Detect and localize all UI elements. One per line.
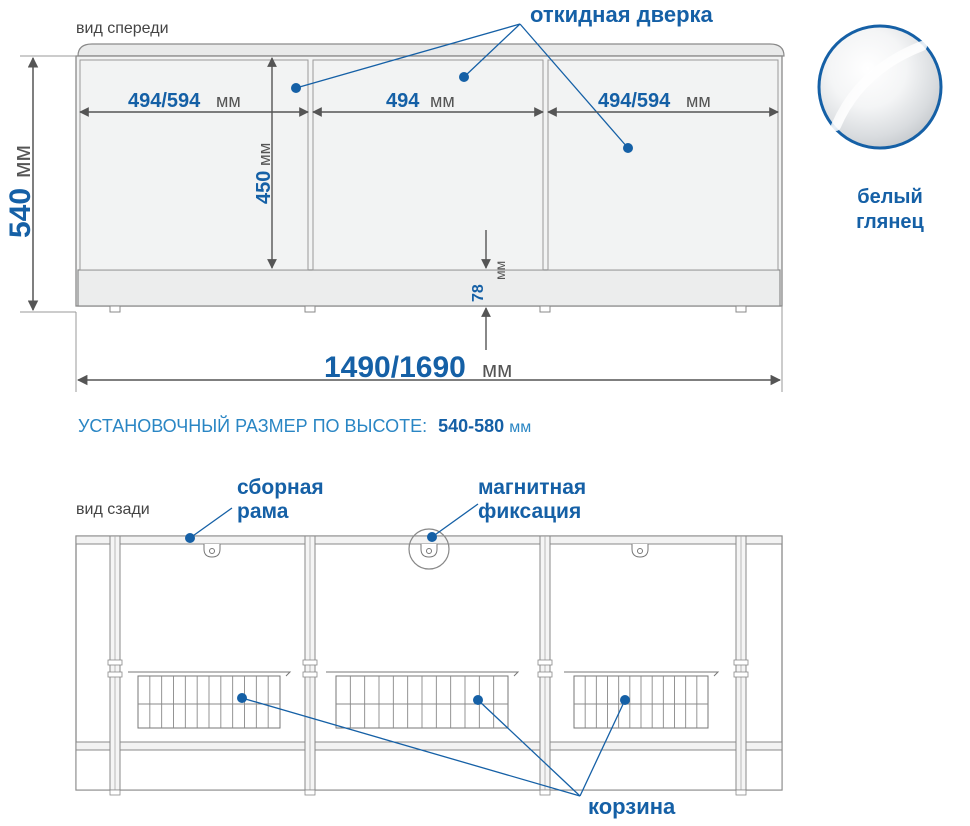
front-view-caption: вид спереди bbox=[76, 20, 169, 37]
basket bbox=[128, 671, 292, 729]
basket-callout-lines bbox=[237, 693, 630, 797]
panel-left-dim-value: 494/594 bbox=[128, 90, 201, 112]
install-note: УСТАНОВОЧНЫЙ РАЗМЕР ПО ВЫСОТЕ: 540-580 м… bbox=[78, 415, 531, 436]
panel-right-dim-unit: мм bbox=[686, 91, 711, 111]
install-note-value: 540-580 bbox=[438, 416, 504, 436]
finish-line2: глянец bbox=[856, 211, 924, 233]
rear-view-caption: вид сзади bbox=[76, 501, 150, 518]
door-callout-lines bbox=[291, 23, 633, 153]
height-dim-value: 540 bbox=[4, 188, 37, 238]
height-dimension bbox=[20, 55, 76, 313]
width-dimension bbox=[75, 306, 783, 392]
basket-callout-label: корзина bbox=[588, 794, 676, 819]
rear-frame bbox=[75, 528, 783, 796]
basket bbox=[564, 671, 720, 729]
panel-middle-dim-unit: мм bbox=[430, 91, 455, 111]
panel-left-dim-unit: мм bbox=[216, 91, 241, 111]
frame-callout-line2: рама bbox=[237, 500, 289, 523]
frame-post bbox=[107, 535, 123, 796]
panel-right-dim-value: 494/594 bbox=[598, 90, 671, 112]
magnet-callout-line bbox=[427, 503, 479, 542]
frame-post bbox=[537, 535, 553, 796]
frame-post bbox=[302, 535, 318, 796]
height-dim-unit: мм bbox=[9, 145, 36, 178]
door-callout-label: откидная дверка bbox=[530, 2, 714, 27]
install-note-label: УСТАНОВОЧНЫЙ РАЗМЕР ПО ВЫСОТЕ: bbox=[78, 415, 427, 436]
frame-callout-line bbox=[185, 507, 233, 543]
white-gloss-swatch bbox=[817, 24, 943, 150]
width-dim-value: 1490/1690 bbox=[324, 351, 466, 384]
door-height-dim-value: 450 bbox=[253, 171, 275, 204]
door-height-dim-unit: мм bbox=[255, 143, 274, 166]
panel-middle-dim-value: 494 bbox=[386, 90, 420, 112]
plinth-dim-value: 78 bbox=[470, 284, 487, 302]
basket bbox=[326, 671, 520, 729]
install-note-unit: мм bbox=[509, 419, 531, 436]
magnet-callout-line1: магнитная bbox=[478, 476, 586, 499]
finish-line1: белый bbox=[857, 186, 923, 208]
frame-callout-line1: сборная bbox=[237, 476, 324, 499]
plinth-dim-unit: мм bbox=[492, 261, 508, 280]
magnet-callout-line2: фиксация bbox=[478, 500, 581, 523]
frame-post bbox=[733, 535, 749, 796]
front-panel bbox=[75, 43, 785, 313]
width-dim-unit: мм bbox=[482, 357, 512, 382]
